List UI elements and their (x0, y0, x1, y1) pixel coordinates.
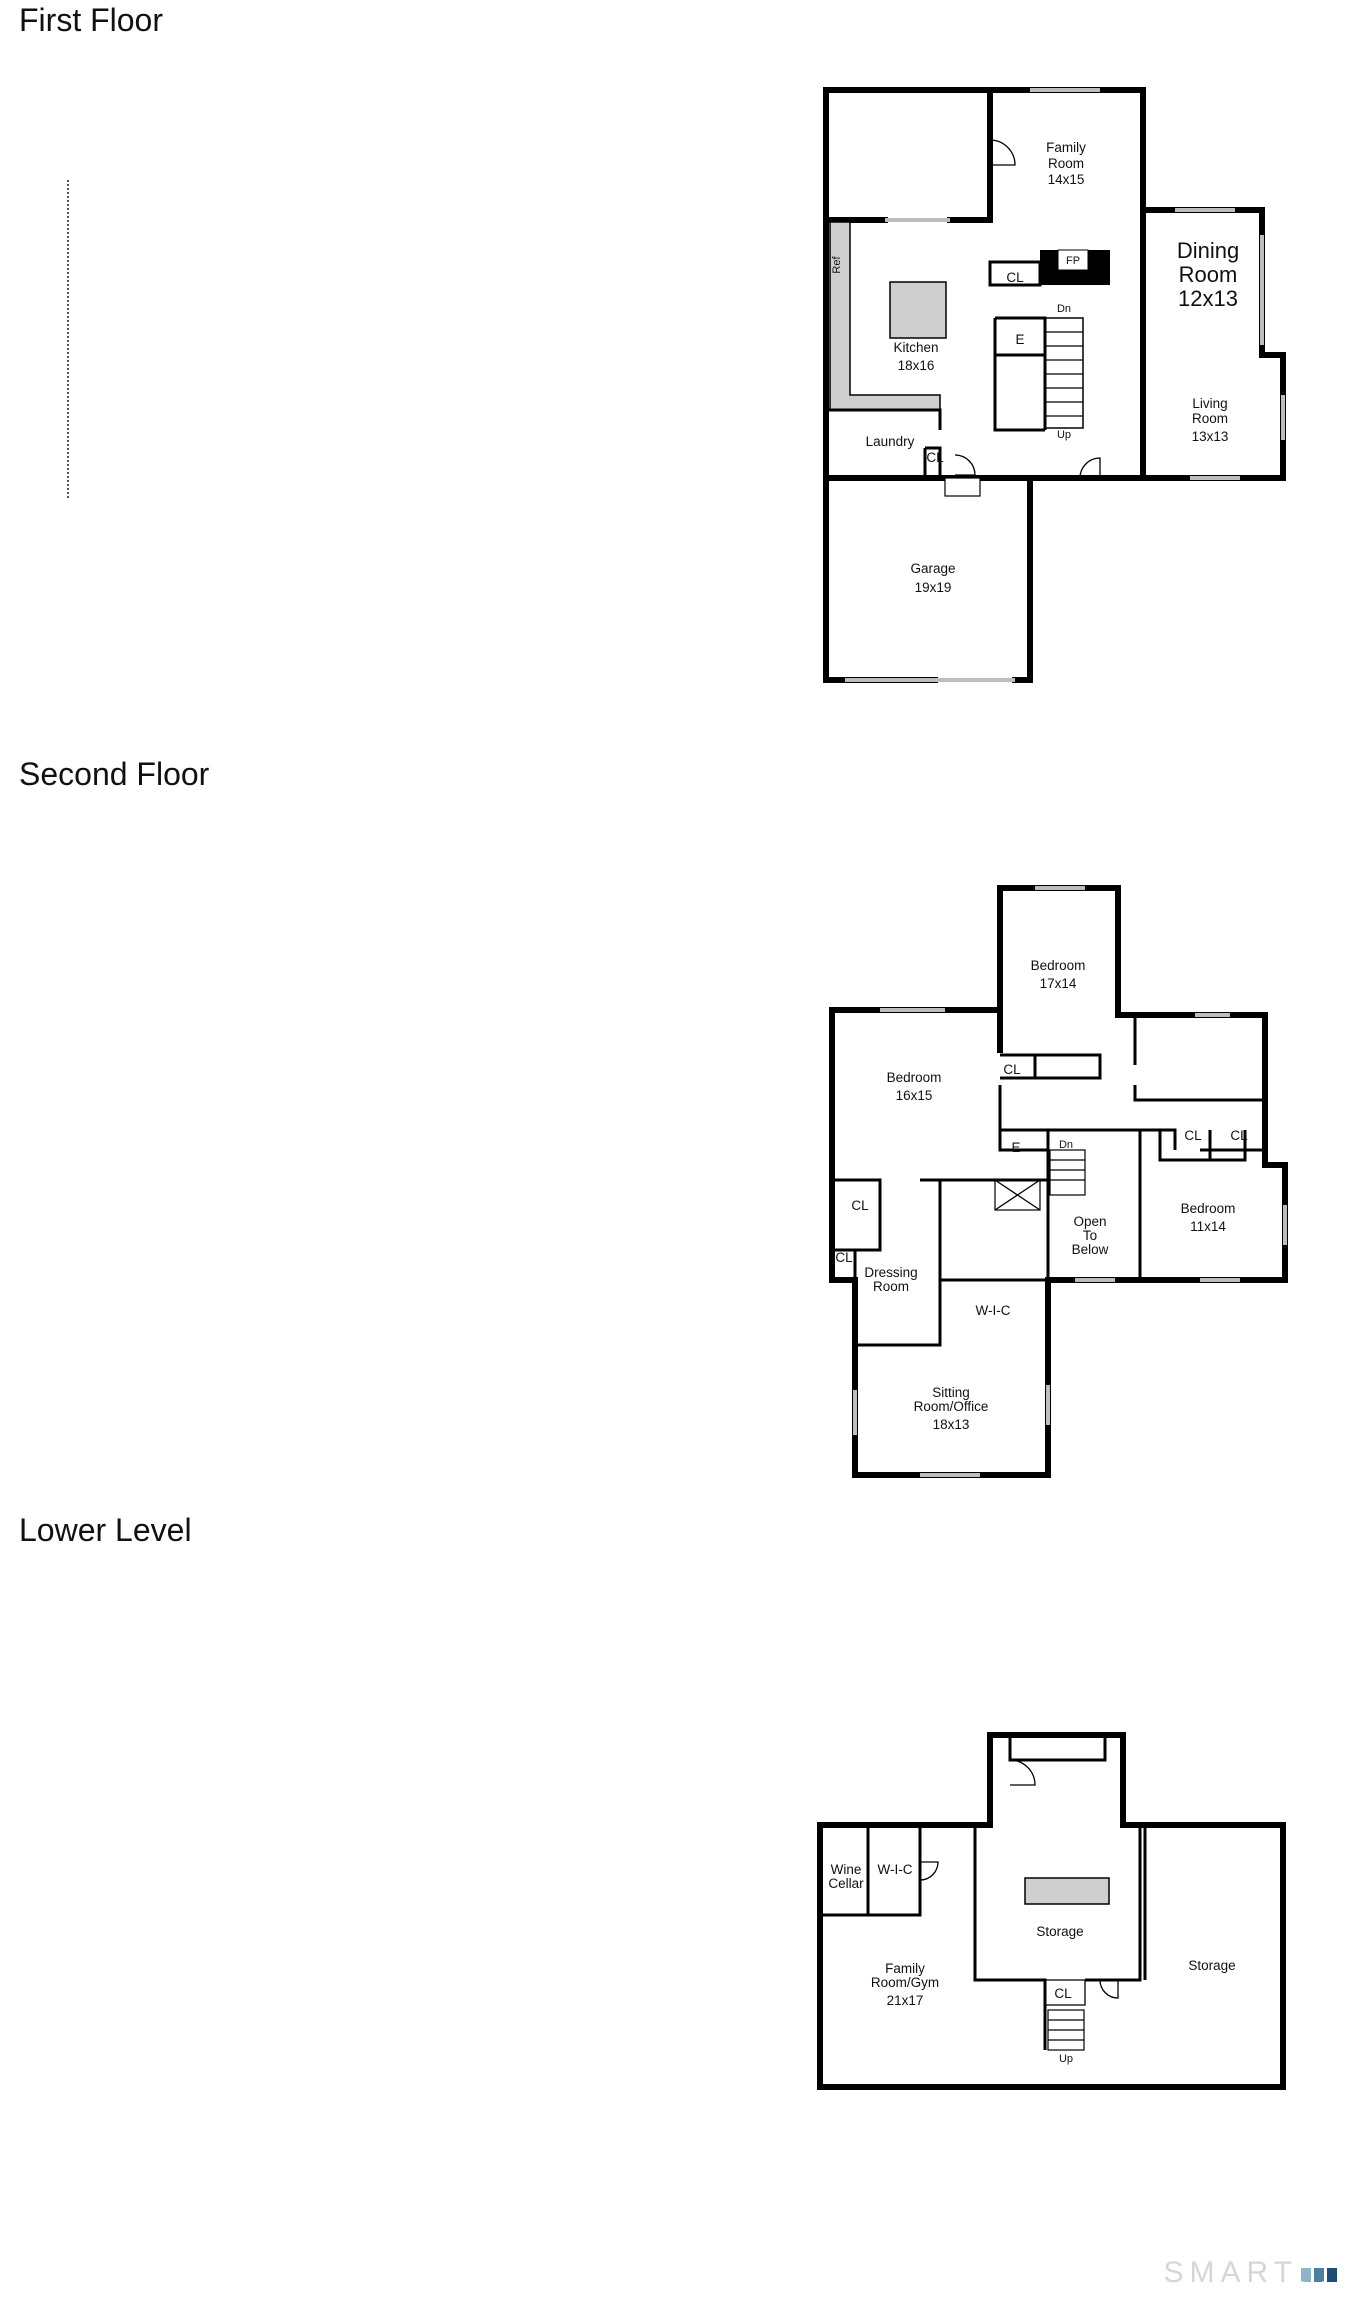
stairs-first (1044, 317, 1084, 429)
second-floor-plan: Bedroom 17x14 Bedroom 16x15 Bedroom 11x1… (829, 885, 1288, 1478)
storage-center-label: Storage (1036, 1924, 1083, 1939)
door-swing (1099, 1979, 1119, 1999)
kitchen-label-2: 18x16 (898, 358, 935, 373)
family-room-label-3: 14x15 (1048, 172, 1085, 187)
garage-label-2: 19x19 (915, 580, 952, 595)
closet-b-label: CL (1184, 1128, 1202, 1143)
logo-text: SMART (1163, 2256, 1298, 2289)
bedroom-a-label-2: 17x14 (1040, 976, 1077, 991)
closet-e-label: CL (835, 1250, 853, 1265)
floor-title-lower: Lower Level (19, 1512, 192, 1548)
lower-level-plan: Wine Cellar W-I-C Storage Storage Family… (817, 1732, 1286, 2090)
closet-laundry (923, 446, 942, 478)
door-swing (954, 454, 976, 476)
wall-top-alcove (1008, 1735, 1107, 1762)
kitchen-label-1: Kitchen (893, 340, 938, 355)
family-room-gym-label-2: Room/Gym (871, 1975, 939, 1990)
sitting-room-label-1: Sitting (932, 1385, 970, 1400)
family-room-gym-label-1: Family (885, 1961, 925, 1976)
dining-room-label-3: 12x13 (1178, 286, 1238, 311)
logo-sub: MLS (1297, 2281, 1333, 2288)
closet-laundry-label: CL (926, 450, 944, 465)
stair-down-label: Dn (1059, 1139, 1073, 1151)
door-swing (1079, 457, 1101, 479)
bedroom-c-label-2: 11x14 (1190, 1219, 1226, 1234)
stair-up-label: Up (1057, 429, 1071, 441)
family-room-label-1: Family (1046, 140, 1086, 155)
sitting-room-label-2: Room/Office (914, 1399, 989, 1414)
closet-a-label: CL (1003, 1062, 1021, 1077)
garage-label-1: Garage (910, 561, 955, 576)
kitchen-island (889, 281, 947, 339)
logo-block-2 (1314, 2268, 1324, 2282)
elevator-label: E (1011, 1140, 1020, 1155)
living-room-label-3: 13x13 (1192, 429, 1229, 444)
stair-down-label: Dn (1057, 303, 1071, 315)
garage-step (944, 477, 981, 497)
fireplace-label: FP (1066, 255, 1080, 267)
floor-title-first: First Floor (19, 2, 163, 38)
closet-upper (1000, 1053, 1102, 1080)
closet-d-label: CL (851, 1198, 869, 1213)
wall-open-below (1046, 1128, 1142, 1280)
stairs-second (1049, 1149, 1086, 1196)
logo-block-1 (1301, 2268, 1311, 2282)
wic-label: W-I-C (976, 1303, 1011, 1318)
stair-treads (1045, 331, 1083, 417)
open-to-below-3: Below (1072, 1242, 1109, 1257)
wall-storage-center (973, 1825, 1142, 2050)
door-swing (989, 139, 1016, 166)
closet-label: CL (1006, 270, 1024, 285)
wine-cellar-label-2: Cellar (828, 1876, 864, 1891)
stair-treads (1048, 2019, 1084, 2041)
first-floor-plan: Family Room 14x15 Dining Room 12x13 Kitc… (67, 87, 1286, 683)
wall-family-left (947, 87, 993, 223)
smart-mls-logo: SMART MLS (1164, 2256, 1337, 2290)
closet-c-label: CL (1230, 1128, 1248, 1143)
dressing-room-label-2: Room (873, 1279, 909, 1294)
bedroom-b-label-2: 16x15 (896, 1088, 933, 1103)
closet-label: CL (1054, 1986, 1072, 2001)
family-room-label-2: Room (1048, 156, 1084, 171)
shower (994, 1179, 1041, 1211)
dressing-room-label-1: Dressing (864, 1265, 917, 1280)
fireplace-opening (1057, 249, 1089, 271)
shower-x (994, 1179, 1041, 1211)
closet-lower (1045, 1979, 1086, 2006)
elevator-label: E (1015, 332, 1024, 347)
living-room-label-2: Room (1192, 411, 1228, 426)
stair-up-label: Up (1059, 2053, 1073, 2065)
open-to-below-2: To (1083, 1228, 1097, 1243)
door-swing (1009, 1759, 1036, 1786)
wall-wine-wic (820, 1825, 922, 1917)
dining-room-label-1: Dining (1177, 238, 1239, 263)
wine-cellar-label-1: Wine (831, 1862, 862, 1877)
wic-label: W-I-C (878, 1862, 913, 1877)
family-room-gym-label-3: 21x17 (887, 1993, 924, 2008)
bedroom-b-label-1: Bedroom (887, 1070, 942, 1085)
storage-right-label: Storage (1188, 1958, 1235, 1973)
storage-shelf (1024, 1877, 1110, 1905)
logo-block-3 (1327, 2268, 1337, 2282)
laundry-label: Laundry (866, 434, 915, 449)
floor-title-second: Second Floor (19, 756, 210, 792)
closets-bedroom-c (1158, 1130, 1247, 1162)
bedroom-c-label-1: Bedroom (1181, 1201, 1236, 1216)
lower-level-outer-wall (817, 1732, 1286, 2090)
closet-left (832, 1178, 882, 1252)
wall-dressing (855, 1178, 1048, 1347)
open-to-below-1: Open (1073, 1214, 1106, 1229)
sitting-room-label-3: 18x13 (933, 1417, 970, 1432)
dining-room-label-2: Room (1179, 262, 1238, 287)
wall-bath (1133, 1015, 1265, 1102)
wall-storage-right (1140, 1823, 1147, 1980)
door-swing (919, 1861, 939, 1881)
stair-treads (1050, 1159, 1085, 1181)
living-room-label-1: Living (1192, 396, 1227, 411)
bedroom-a-label-1: Bedroom (1031, 958, 1086, 973)
wall-interior (998, 1085, 1050, 1280)
closet-left-2 (832, 1248, 857, 1280)
ref-label: Ref (831, 256, 843, 274)
